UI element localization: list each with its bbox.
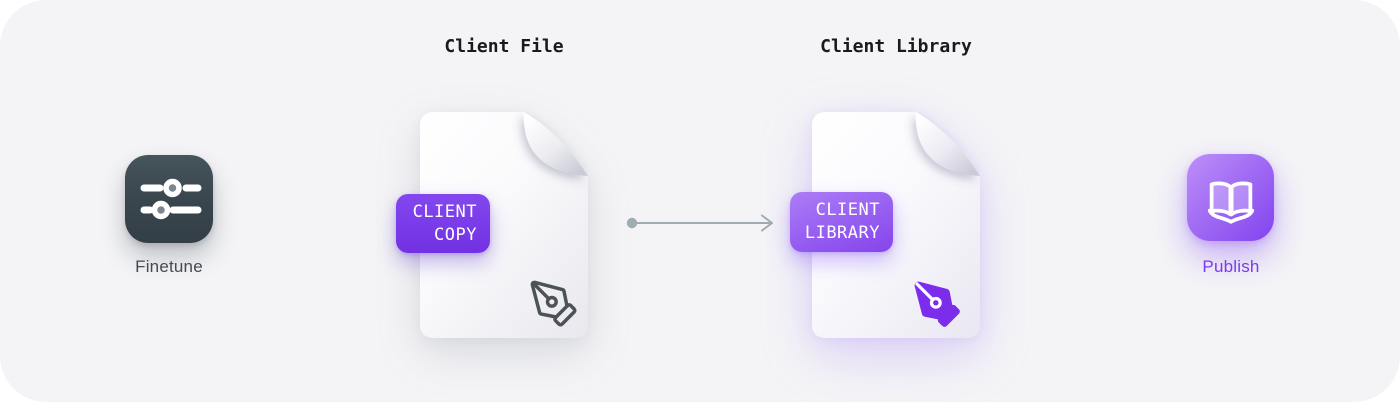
open-book-icon (1187, 154, 1274, 241)
client-library-title: Client Library (820, 36, 972, 57)
badge-line: CLIENT (412, 201, 477, 222)
sliders-icon (125, 155, 213, 243)
badge-line: CLIENT (815, 200, 880, 220)
client-file-document (420, 112, 588, 338)
badge-line: LIBRARY (804, 223, 880, 243)
client-library-document (812, 112, 980, 338)
badge-line: COPY (434, 224, 477, 245)
open-book-glyph (1207, 180, 1254, 224)
publish-label: Publish (1202, 257, 1260, 276)
client-copy-badge: CLIENT COPY (396, 194, 490, 253)
finetune-label: Finetune (135, 257, 203, 276)
client-library-badge: CLIENT LIBRARY (790, 192, 893, 252)
client-file-title: Client File (444, 36, 564, 57)
pen-nib-filled-icon (914, 281, 960, 327)
pen-nib-outline-icon (530, 280, 577, 327)
flow-arrow-icon (626, 214, 773, 232)
sliders-glyph (140, 178, 202, 220)
